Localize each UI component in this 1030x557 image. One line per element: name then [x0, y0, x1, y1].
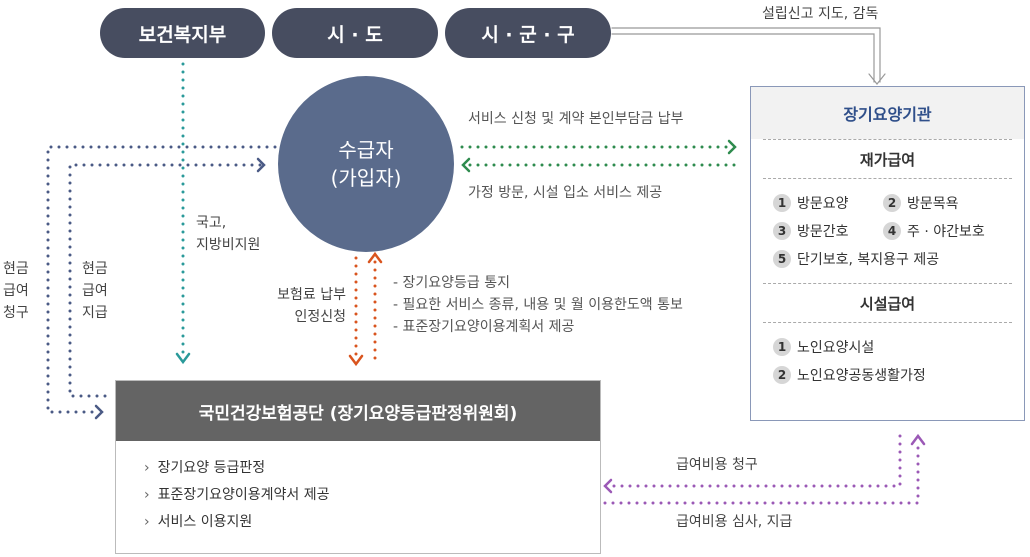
recipient-line2: (가입자) [330, 166, 402, 190]
facility-care-item: 노인요양공동생활가정 [797, 368, 926, 384]
org-province: 시 · 도 [272, 8, 438, 58]
divider [763, 139, 1012, 140]
cash-claim-label: 현금 급여 청구 [3, 258, 29, 324]
subsidy-label: 국고, 지방비지원 [196, 212, 260, 256]
institution-box: 장기요양기관 재가급여 1 방문요양 2 방문목욕 3 방문간호 4 주 · 야간보호 … [750, 86, 1025, 421]
home-care-item: 주 · 야간보호 [907, 224, 985, 240]
cash-pay-line: 급여 [82, 283, 108, 299]
nhis-list: › 장기요양 등급판정 › 표준장기요양이용계약서 제공 › 서비스 이용지원 [116, 441, 600, 536]
cash-pay-line: 현금 [82, 261, 108, 277]
nhis-item-text: 장기요양 등급판정 [157, 460, 266, 476]
number-badge: 2 [773, 366, 791, 384]
subsidy-line: 지방비지원 [196, 237, 261, 253]
facility-care-title: 시설급여 [859, 294, 916, 313]
nhis-item-text: 서비스 이용지원 [157, 514, 253, 530]
service-provide-label: 가정 방문, 시설 입소 서비스 제공 [468, 185, 663, 201]
nhis-item: › 장기요양 등급판정 [144, 455, 600, 482]
claim-label: 급여비용 청구 [676, 457, 758, 473]
number-badge: 1 [773, 338, 791, 356]
nhis-item-text: 표준장기요양이용계약서 제공 [157, 487, 330, 503]
home-care-item: 단기보호, 복지용구 제공 [797, 252, 940, 268]
chevron-right-icon: › [144, 460, 150, 476]
nhis-notices: - 장기요양등급 통지 - 필요한 서비스 종류, 내용 및 월 이용한도액 통… [393, 272, 683, 338]
cash-claim-line: 현금 [3, 261, 29, 277]
cash-claim-line: 청구 [3, 305, 29, 321]
premium-label: 보험료 납부 인정신청 [256, 284, 346, 328]
divider [763, 178, 1012, 179]
service-request-label: 서비스 신청 및 계약 본인부담금 납부 [468, 111, 684, 127]
nhis-title: 국민건강보험공단 (장기요양등급판정위원회) [116, 381, 600, 441]
nhis-item: › 서비스 이용지원 [144, 509, 600, 536]
home-care-list: 1 방문요양 2 방문목욕 3 방문간호 4 주 · 야간보호 5 단기보호, 복지용구 … [751, 179, 1024, 283]
premium-line: 인정신청 [294, 309, 346, 325]
chevron-right-icon: › [144, 487, 150, 503]
number-badge: 3 [773, 222, 791, 240]
home-care-item: 방문요양 [797, 196, 849, 212]
premium-line: 보험료 납부 [277, 287, 346, 303]
divider [763, 283, 1012, 284]
org-district: 시 · 군 · 구 [445, 8, 611, 58]
chevron-right-icon: › [144, 514, 150, 530]
number-badge: 5 [773, 250, 791, 268]
recipient-line1: 수급자 [338, 138, 394, 162]
org-ministry: 보건복지부 [100, 8, 265, 58]
recipient-circle: 수급자 (가입자) [278, 76, 454, 252]
notice-item: - 필요한 서비스 종류, 내용 및 월 이용한도액 통보 [393, 297, 683, 313]
home-care-item: 방문목욕 [907, 196, 959, 212]
cash-claim-line: 급여 [3, 283, 29, 299]
divider [763, 322, 1012, 323]
supervision-label: 설립신고 지도, 감독 [762, 6, 879, 22]
notice-item: - 장기요양등급 통지 [393, 275, 510, 291]
review-label: 급여비용 심사, 지급 [676, 514, 793, 530]
home-care-title: 재가급여 [859, 150, 916, 169]
nhis-box: 국민건강보험공단 (장기요양등급판정위원회) › 장기요양 등급판정 › 표준장기요… [115, 380, 601, 554]
cash-pay-line: 지급 [82, 305, 108, 321]
number-badge: 2 [883, 194, 901, 212]
institution-title: 장기요양기관 [751, 87, 1024, 139]
number-badge: 4 [883, 222, 901, 240]
nhis-item: › 표준장기요양이용계약서 제공 [144, 482, 600, 509]
notice-item: - 표준장기요양이용계획서 제공 [393, 319, 575, 335]
cash-pay-label: 현금 급여 지급 [82, 258, 108, 324]
facility-care-list: 1 노인요양시설 2 노인요양공동생활가정 [751, 323, 1024, 399]
facility-care-item: 노인요양시설 [797, 340, 875, 356]
number-badge: 1 [773, 194, 791, 212]
subsidy-line: 국고, [196, 215, 227, 231]
home-care-item: 방문간호 [797, 224, 849, 240]
